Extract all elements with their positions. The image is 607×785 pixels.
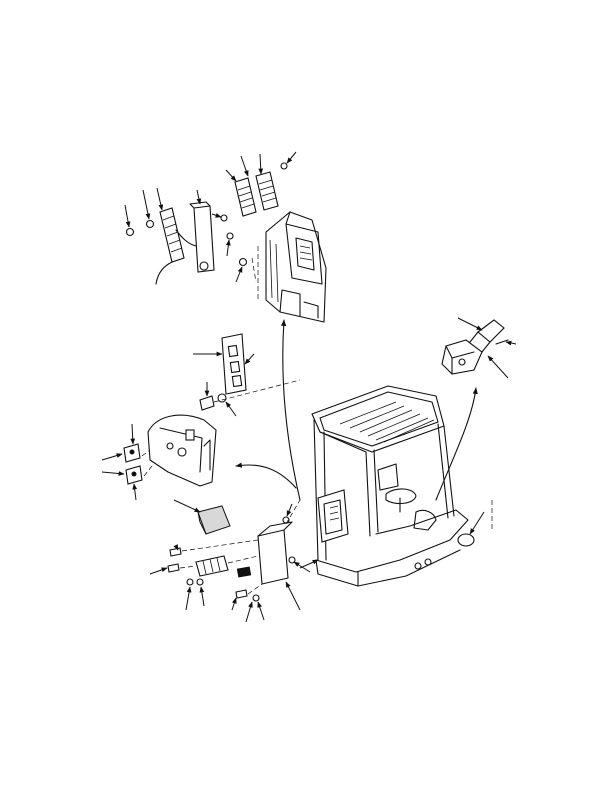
mounting-plate: [257, 529, 289, 585]
lever-assembly: [441, 317, 517, 379]
lever-handle: [477, 319, 505, 343]
cab-control-box: [317, 489, 349, 543]
connector-strip-left: [155, 207, 185, 285]
connector-strip-upper-left: [234, 177, 257, 217]
cab-side-detail: [101, 414, 217, 501]
nut-icon: [226, 232, 234, 240]
callout-arrows: [235, 319, 478, 501]
control-module-assembly: [149, 499, 311, 623]
mounting-plate-assembly: [193, 333, 301, 417]
connector-strip-upper-right: [255, 171, 279, 211]
mounting-bracket: [175, 201, 215, 273]
control-box-housing: [251, 211, 327, 323]
cylinder-component: [457, 533, 475, 547]
control-module: [197, 505, 231, 535]
screw-icon: [125, 227, 135, 237]
washer-icon: [220, 214, 228, 222]
forklift-cab: [299, 385, 493, 587]
nut-icon: [238, 257, 248, 267]
relay-bracket-assembly: [124, 151, 297, 285]
washer-icon: [280, 162, 288, 170]
washer-icon: [145, 219, 155, 229]
